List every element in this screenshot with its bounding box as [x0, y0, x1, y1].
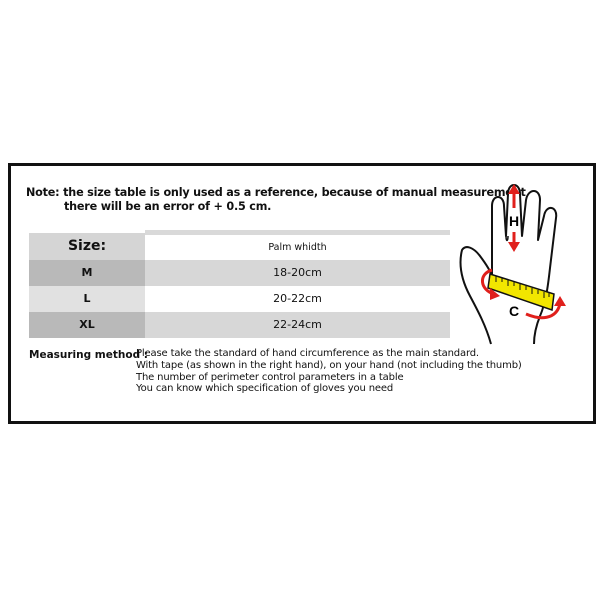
size-column-header: Size:: [29, 232, 145, 260]
height-arrow-icon: [508, 184, 520, 252]
size-cell: M: [29, 259, 145, 286]
hand-measurement-diagram: H C: [459, 184, 566, 345]
note-line-1: Note: the size table is only used as a r…: [26, 186, 526, 199]
tape-measure-icon: [487, 273, 555, 312]
note-line-2: there will be an error of + 0.5 cm.: [64, 200, 272, 213]
measuring-method-label: Measuring method :: [29, 349, 148, 361]
size-cell: L: [29, 285, 145, 312]
size-note: Note: the size table is only used as a r…: [26, 186, 526, 214]
method-line: With tape (as shown in the right hand), …: [136, 359, 522, 371]
method-line: You can know which specification of glov…: [136, 383, 394, 395]
palm-width-cell: 20-22cm: [145, 285, 450, 312]
size-table: Size: Palm whidth M 18-20cm L 20-22cm XL…: [29, 230, 450, 338]
table-row: XL 22-24cm: [29, 311, 450, 338]
table-header-row: Size: Palm whidth: [29, 230, 450, 260]
table-row: L 20-22cm: [29, 285, 450, 312]
table-row: M 18-20cm: [29, 259, 450, 286]
size-cell: XL: [29, 311, 145, 338]
method-line: The number of perimeter control paramete…: [136, 371, 404, 383]
measuring-method-text: Please take the standard of hand circumf…: [136, 348, 522, 395]
circumference-label: C: [509, 303, 519, 319]
palm-width-column-header: Palm whidth: [145, 230, 450, 260]
method-line: Please take the standard of hand circumf…: [136, 348, 479, 359]
palm-width-cell: 22-24cm: [145, 311, 450, 338]
hand-outline-icon: [459, 184, 558, 345]
height-label: H: [509, 213, 519, 229]
palm-width-cell: 18-20cm: [145, 259, 450, 286]
